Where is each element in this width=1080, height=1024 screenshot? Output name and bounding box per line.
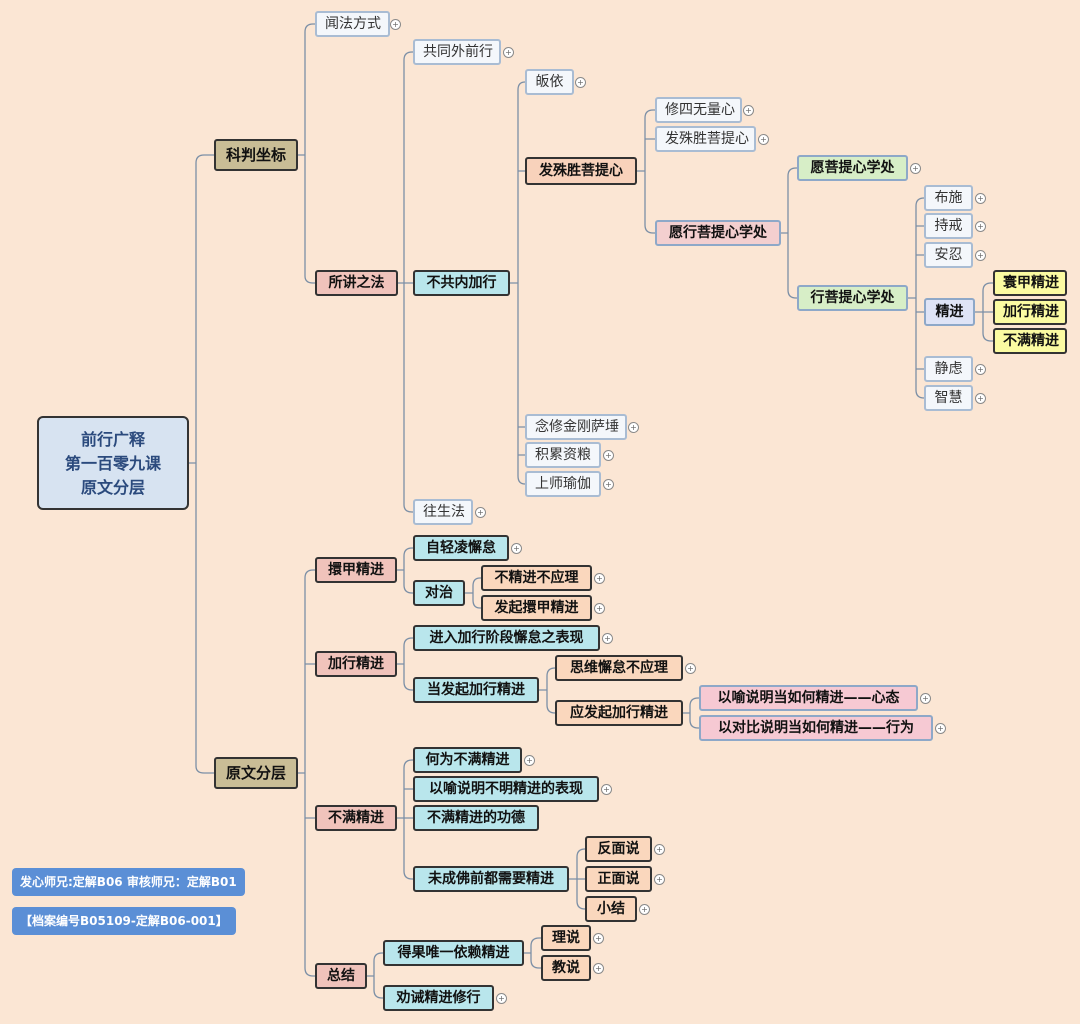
topic-kpzb[interactable]: 科判坐标 <box>214 139 298 171</box>
root-line-1: 前行广释 <box>80 430 145 449</box>
topic-cj[interactable]: 持戒 <box>924 213 973 239</box>
topic-swxdbyl[interactable]: 思维懈怠不应理 <box>555 655 683 681</box>
credits-badge: 发心师兄:定解B06 审核师兄：定解B01 <box>12 868 245 896</box>
topic-sjzf[interactable]: 所讲之法 <box>315 270 398 296</box>
archive-badge: 【档案编号B05109-定解B06-001】 <box>12 907 236 935</box>
topic-jxjj[interactable]: 加行精进 <box>993 299 1067 325</box>
topic-xptxc[interactable]: 行菩提心学处 <box>797 285 908 311</box>
root-topic[interactable]: 前行广释 第一百零九课 原文分层 <box>37 416 189 510</box>
expand-icon[interactable]: + <box>603 450 614 461</box>
expand-icon[interactable]: + <box>975 193 986 204</box>
topic-ar[interactable]: 安忍 <box>924 242 973 268</box>
topic-jj[interactable]: 精进 <box>924 298 975 326</box>
expand-icon[interactable]: + <box>593 963 604 974</box>
topic-qjjjxx[interactable]: 劝诫精进修行 <box>383 985 494 1011</box>
topic-nxjg[interactable]: 念修金刚萨埵 <box>525 414 627 440</box>
expand-icon[interactable]: + <box>743 105 754 116</box>
topic-jl[interactable]: 静虑 <box>924 356 973 382</box>
topic-hjjj[interactable]: 寰甲精进 <box>993 270 1067 296</box>
expand-icon[interactable]: + <box>920 693 931 704</box>
topic-bgnjx[interactable]: 不共内加行 <box>413 270 510 296</box>
topic-fspt[interactable]: 发殊胜菩提心 <box>525 157 637 185</box>
topic-ls[interactable]: 理说 <box>541 925 591 951</box>
expand-icon[interactable]: + <box>654 844 665 855</box>
expand-icon[interactable]: + <box>685 663 696 674</box>
topic-jrjxjd[interactable]: 进入加行阶段懈怠之表现 <box>413 625 600 651</box>
expand-icon[interactable]: + <box>601 784 612 795</box>
expand-icon[interactable]: + <box>603 479 614 490</box>
topic-ywfc[interactable]: 原文分层 <box>214 757 298 789</box>
expand-icon[interactable]: + <box>602 633 613 644</box>
expand-icon[interactable]: + <box>975 393 986 404</box>
topic-dfqjx[interactable]: 当发起加行精进 <box>413 677 539 703</box>
topic-dgwyl[interactable]: 得果唯一依赖精进 <box>383 940 524 966</box>
expand-icon[interactable]: + <box>654 874 665 885</box>
expand-icon[interactable]: + <box>758 134 769 145</box>
topic-wffs[interactable]: 闻法方式 <box>315 11 390 37</box>
topic-jxjj2[interactable]: 加行精进 <box>315 651 397 677</box>
topic-yysm1[interactable]: 以喻说明当如何精进——心态 <box>699 685 918 711</box>
expand-icon[interactable]: + <box>575 77 586 88</box>
topic-ssyq[interactable]: 上师瑜伽 <box>525 471 601 497</box>
topic-bmjjgd[interactable]: 不满精进的功德 <box>413 805 539 831</box>
expand-icon[interactable]: + <box>975 364 986 375</box>
topic-dz[interactable]: 对治 <box>413 580 465 606</box>
topic-jlzl[interactable]: 积累资粮 <box>525 442 601 468</box>
topic-bmjj2[interactable]: 不满精进 <box>315 805 397 831</box>
topic-xj[interactable]: 小结 <box>585 896 637 922</box>
topic-yysmbm[interactable]: 以喻说明不明精进的表现 <box>413 776 599 802</box>
topic-xswl[interactable]: 修四无量心 <box>655 97 742 123</box>
topic-fqhjjj[interactable]: 发起擐甲精进 <box>481 595 592 621</box>
topic-zms[interactable]: 正面说 <box>585 866 652 892</box>
expand-icon[interactable]: + <box>390 19 401 30</box>
topic-fms[interactable]: 反面说 <box>585 836 652 862</box>
root-line-2: 第一百零九课 <box>64 454 161 473</box>
expand-icon[interactable]: + <box>503 47 514 58</box>
topic-bmjj[interactable]: 不满精进 <box>993 328 1067 354</box>
expand-icon[interactable]: + <box>524 755 535 766</box>
expand-icon[interactable]: + <box>910 163 921 174</box>
topic-zj[interactable]: 总结 <box>315 963 367 989</box>
topic-fsptx2[interactable]: 发殊胜菩提心 <box>655 126 756 152</box>
expand-icon[interactable]: + <box>594 603 605 614</box>
topic-yxpt[interactable]: 愿行菩提心学处 <box>655 220 781 246</box>
expand-icon[interactable]: + <box>593 933 604 944</box>
topic-yfqjxjj[interactable]: 应发起加行精进 <box>555 700 683 726</box>
topic-wcfq[interactable]: 未成佛前都需要精进 <box>413 866 569 892</box>
topic-ydbsm[interactable]: 以对比说明当如何精进——行为 <box>699 715 933 741</box>
root-line-3: 原文分层 <box>80 478 145 497</box>
expand-icon[interactable]: + <box>628 422 639 433</box>
expand-icon[interactable]: + <box>639 904 650 915</box>
topic-wsf[interactable]: 往生法 <box>413 499 473 525</box>
expand-icon[interactable]: + <box>475 507 486 518</box>
topic-js[interactable]: 教说 <box>541 955 591 981</box>
topic-gtwqx[interactable]: 共同外前行 <box>413 39 501 65</box>
topic-hwbmjj[interactable]: 何为不满精进 <box>413 747 522 773</box>
topic-bjjbyl[interactable]: 不精进不应理 <box>481 565 592 591</box>
topic-hjjj2[interactable]: 擐甲精进 <box>315 557 397 583</box>
expand-icon[interactable]: + <box>935 723 946 734</box>
expand-icon[interactable]: + <box>594 573 605 584</box>
expand-icon[interactable]: + <box>975 221 986 232</box>
topic-zh[interactable]: 智慧 <box>924 385 973 411</box>
topic-zqll[interactable]: 自轻凌懈怠 <box>413 535 509 561</box>
expand-icon[interactable]: + <box>496 993 507 1004</box>
topic-yptxc[interactable]: 愿菩提心学处 <box>797 155 908 181</box>
topic-bs[interactable]: 布施 <box>924 185 973 211</box>
expand-icon[interactable]: + <box>511 543 522 554</box>
topic-gy[interactable]: 皈依 <box>525 69 574 95</box>
expand-icon[interactable]: + <box>975 250 986 261</box>
